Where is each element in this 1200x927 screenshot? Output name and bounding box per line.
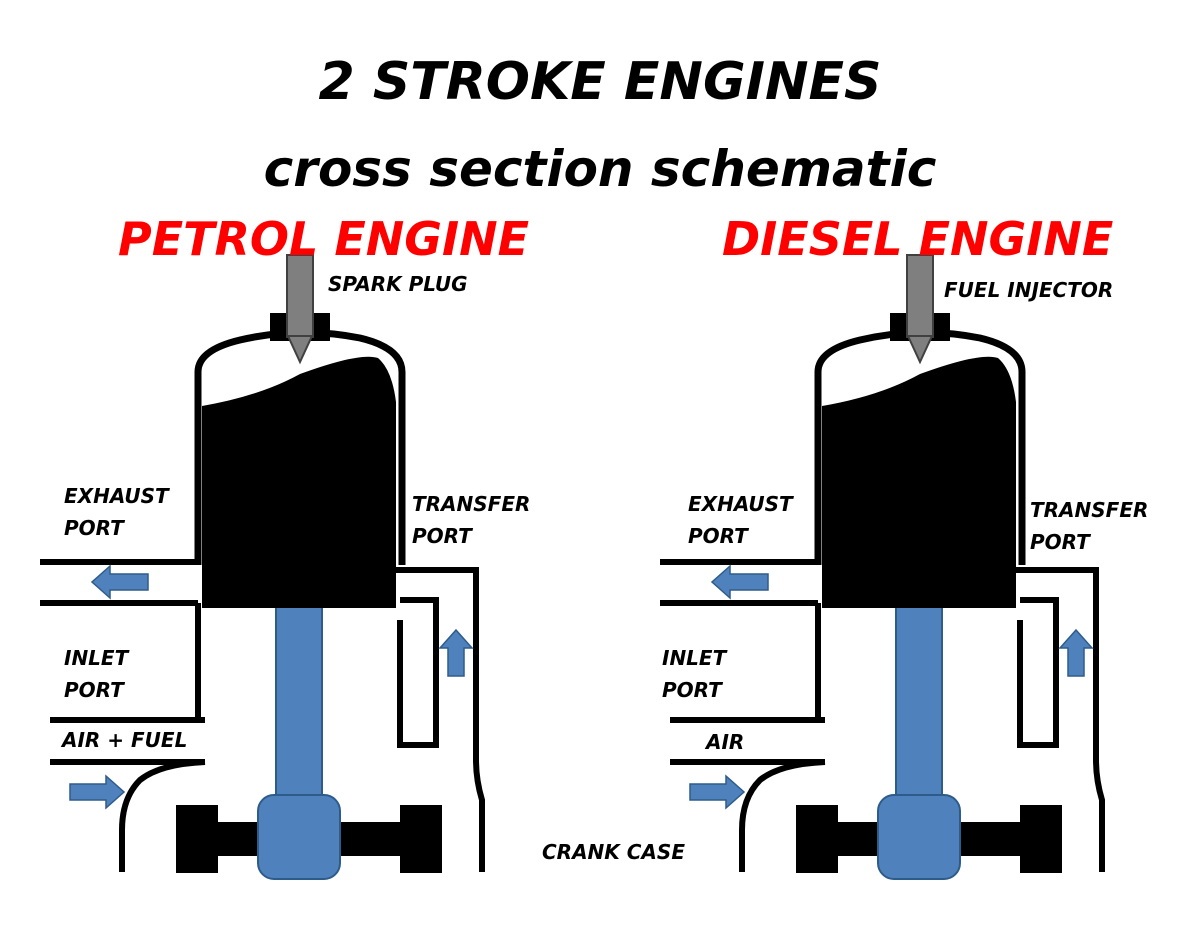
petrol-engine (40, 255, 482, 879)
petrol-engine-title: PETROL ENGINE (118, 212, 530, 266)
diesel-intake-label: AIR (706, 730, 745, 754)
petrol-exhaust-label: EXHAUST PORT (64, 484, 169, 540)
diesel-transfer-label: TRANSFER PORT (1030, 498, 1149, 554)
petrol-inlet-label: INLET PORT (64, 646, 129, 702)
diesel-engine (660, 255, 1102, 879)
fuel-injector-label: FUEL INJECTOR (944, 278, 1114, 302)
spark-plug-label: SPARK PLUG (328, 272, 468, 296)
page-subtitle: cross section schematic (263, 140, 937, 198)
diesel-exhaust-label: EXHAUST PORT (688, 492, 793, 548)
crank-case-label: CRANK CASE (542, 840, 685, 864)
diesel-inlet-label: INLET PORT (662, 646, 727, 702)
petrol-transfer-label: TRANSFER PORT (412, 492, 531, 548)
petrol-intake-label: AIR + FUEL (62, 728, 188, 752)
page-title: 2 STROKE ENGINES (318, 52, 882, 112)
diesel-engine-title: DIESEL ENGINE (722, 212, 1114, 266)
